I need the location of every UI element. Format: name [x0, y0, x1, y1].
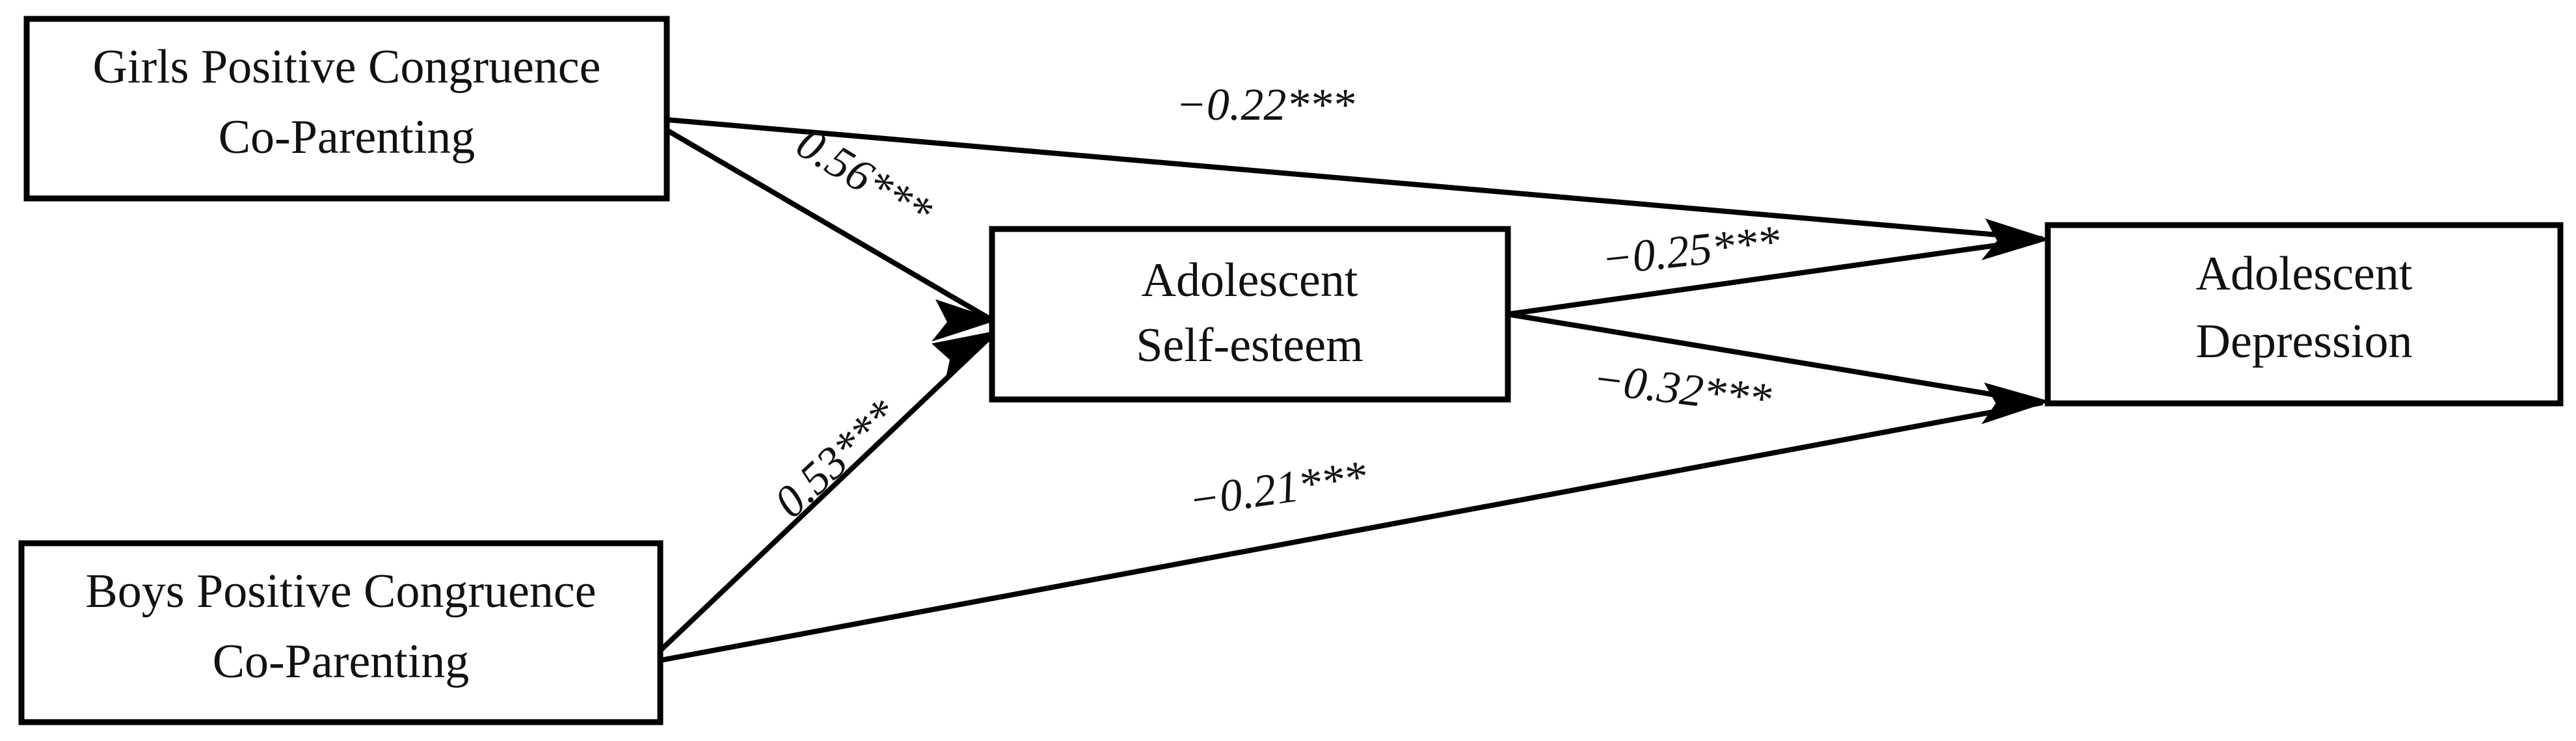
path-line-self-esteem-to-depression-lower	[1507, 312, 2043, 405]
node-label-depression-line2: Depression	[2196, 315, 2413, 368]
node-boys-positive-congruence-co-parenting[interactable]: Boys Positive Congruence Co-Parenting	[18, 540, 664, 725]
coef-label-boys-to-depression: −0.21***	[1186, 451, 1370, 526]
path-line-boys-to-depression	[660, 400, 2043, 663]
node-label-boys-line2: Co-Parenting	[213, 635, 470, 688]
path-line-self-esteem-to-depression-upper	[1507, 236, 2043, 317]
arrow-head-boys-to-self-esteem	[932, 330, 998, 384]
node-box-depression	[2045, 222, 2564, 407]
path-self-esteem-to-depression-upper[interactable]	[1507, 236, 2043, 317]
coef-label-self-esteem-to-depression-lower: −0.32***	[1590, 354, 1774, 425]
node-box-self-esteem	[989, 226, 1511, 403]
node-box-girls	[23, 16, 670, 202]
node-adolescent-self-esteem[interactable]: Adolescent Self-esteem	[989, 226, 1511, 403]
arrow-head-girls-to-depression	[1981, 219, 2050, 260]
node-label-boys-line1: Boys Positive Congruence	[85, 565, 596, 618]
coef-label-girls-to-depression: −0.22***	[1176, 80, 1355, 130]
node-girls-positive-congruence-co-parenting[interactable]: Girls Positive Congruence Co-Parenting	[23, 16, 670, 202]
path-line-boys-to-self-esteem	[658, 336, 991, 653]
path-girls-to-depression[interactable]	[666, 117, 2050, 260]
node-adolescent-depression[interactable]: Adolescent Depression	[2045, 222, 2564, 407]
node-label-girls-line2: Co-Parenting	[219, 111, 476, 164]
node-label-self-esteem-line1: Adolescent	[1142, 254, 1358, 307]
node-label-depression-line1: Adolescent	[2196, 247, 2413, 301]
arrow-head-girls-to-self-esteem	[932, 299, 998, 342]
path-girls-to-self-esteem[interactable]	[665, 128, 998, 342]
node-box-boys	[18, 540, 664, 725]
node-label-girls-line1: Girls Positive Congruence	[92, 40, 600, 94]
coef-label-boys-to-self-esteem: 0.53***	[765, 390, 907, 528]
path-line-girls-to-depression	[666, 117, 2043, 241]
node-label-self-esteem-line2: Self-esteem	[1136, 319, 1363, 372]
path-self-esteem-to-depression-lower[interactable]	[1507, 312, 2043, 405]
path-line-girls-to-self-esteem	[665, 128, 991, 321]
path-boys-to-self-esteem[interactable]	[658, 330, 998, 653]
coef-label-self-esteem-to-depression-upper: −0.25***	[1600, 217, 1782, 285]
